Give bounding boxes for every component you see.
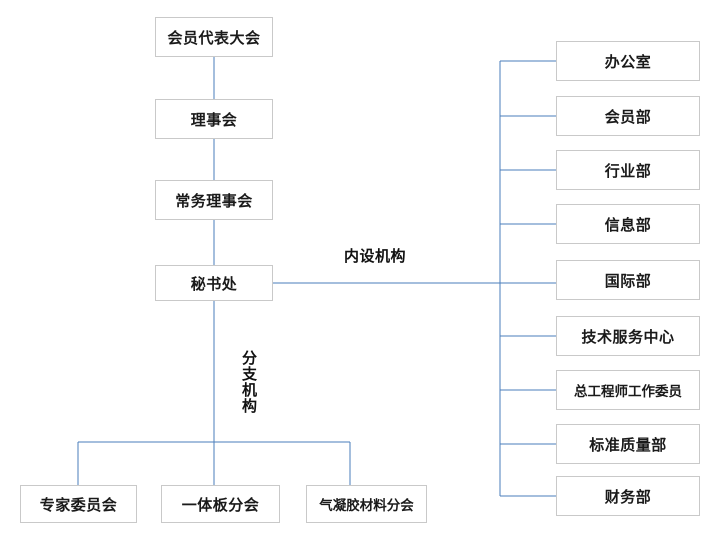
dept-office[interactable]: 办公室	[556, 41, 700, 81]
dept-chief-engineer-committee-label: 总工程师工作委员	[574, 384, 682, 400]
dept-international-label: 国际部	[604, 271, 652, 290]
branch-integrated-board[interactable]: 一体板分会	[161, 485, 280, 523]
dept-finance-label: 财务部	[604, 487, 652, 506]
branch-aerogel-material[interactable]: 气凝胶材料分会	[306, 485, 427, 523]
internal-structure-label-text: 内设机构	[344, 247, 407, 265]
node-council[interactable]: 理事会	[155, 99, 273, 139]
dept-standard-quality-label: 标准质量部	[589, 435, 667, 454]
branch-integrated-board-label: 一体板分会	[181, 495, 260, 514]
dept-tech-service-center[interactable]: 技术服务中心	[556, 316, 700, 356]
node-standing-council[interactable]: 常务理事会	[155, 180, 273, 220]
dept-tech-service-center-label: 技术服务中心	[581, 327, 675, 346]
dept-chief-engineer-committee[interactable]: 总工程师工作委员	[556, 370, 700, 410]
dept-standard-quality[interactable]: 标准质量部	[556, 424, 700, 464]
node-standing-council-label: 常务理事会	[175, 191, 253, 210]
branch-expert-committee-label: 专家委员会	[39, 495, 118, 514]
branch-structure-label: 分支机构	[240, 350, 258, 414]
node-secretariat[interactable]: 秘书处	[155, 265, 273, 301]
dept-information-label: 信息部	[604, 215, 652, 234]
branch-expert-committee[interactable]: 专家委员会	[20, 485, 137, 523]
dept-membership-label: 会员部	[604, 107, 652, 126]
node-council-label: 理事会	[190, 110, 238, 129]
dept-industry[interactable]: 行业部	[556, 150, 700, 190]
node-assembly[interactable]: 会员代表大会	[155, 17, 273, 57]
node-assembly-label: 会员代表大会	[167, 28, 261, 47]
internal-structure-label: 内设机构	[344, 245, 406, 266]
dept-industry-label: 行业部	[604, 161, 652, 180]
branch-aerogel-material-label: 气凝胶材料分会	[319, 498, 414, 514]
node-secretariat-label: 秘书处	[190, 274, 238, 293]
dept-information[interactable]: 信息部	[556, 204, 700, 244]
dept-finance[interactable]: 财务部	[556, 476, 700, 516]
dept-international[interactable]: 国际部	[556, 260, 700, 300]
dept-membership[interactable]: 会员部	[556, 96, 700, 136]
dept-office-label: 办公室	[604, 52, 652, 71]
branch-structure-label-text: 分支机构	[240, 350, 258, 414]
